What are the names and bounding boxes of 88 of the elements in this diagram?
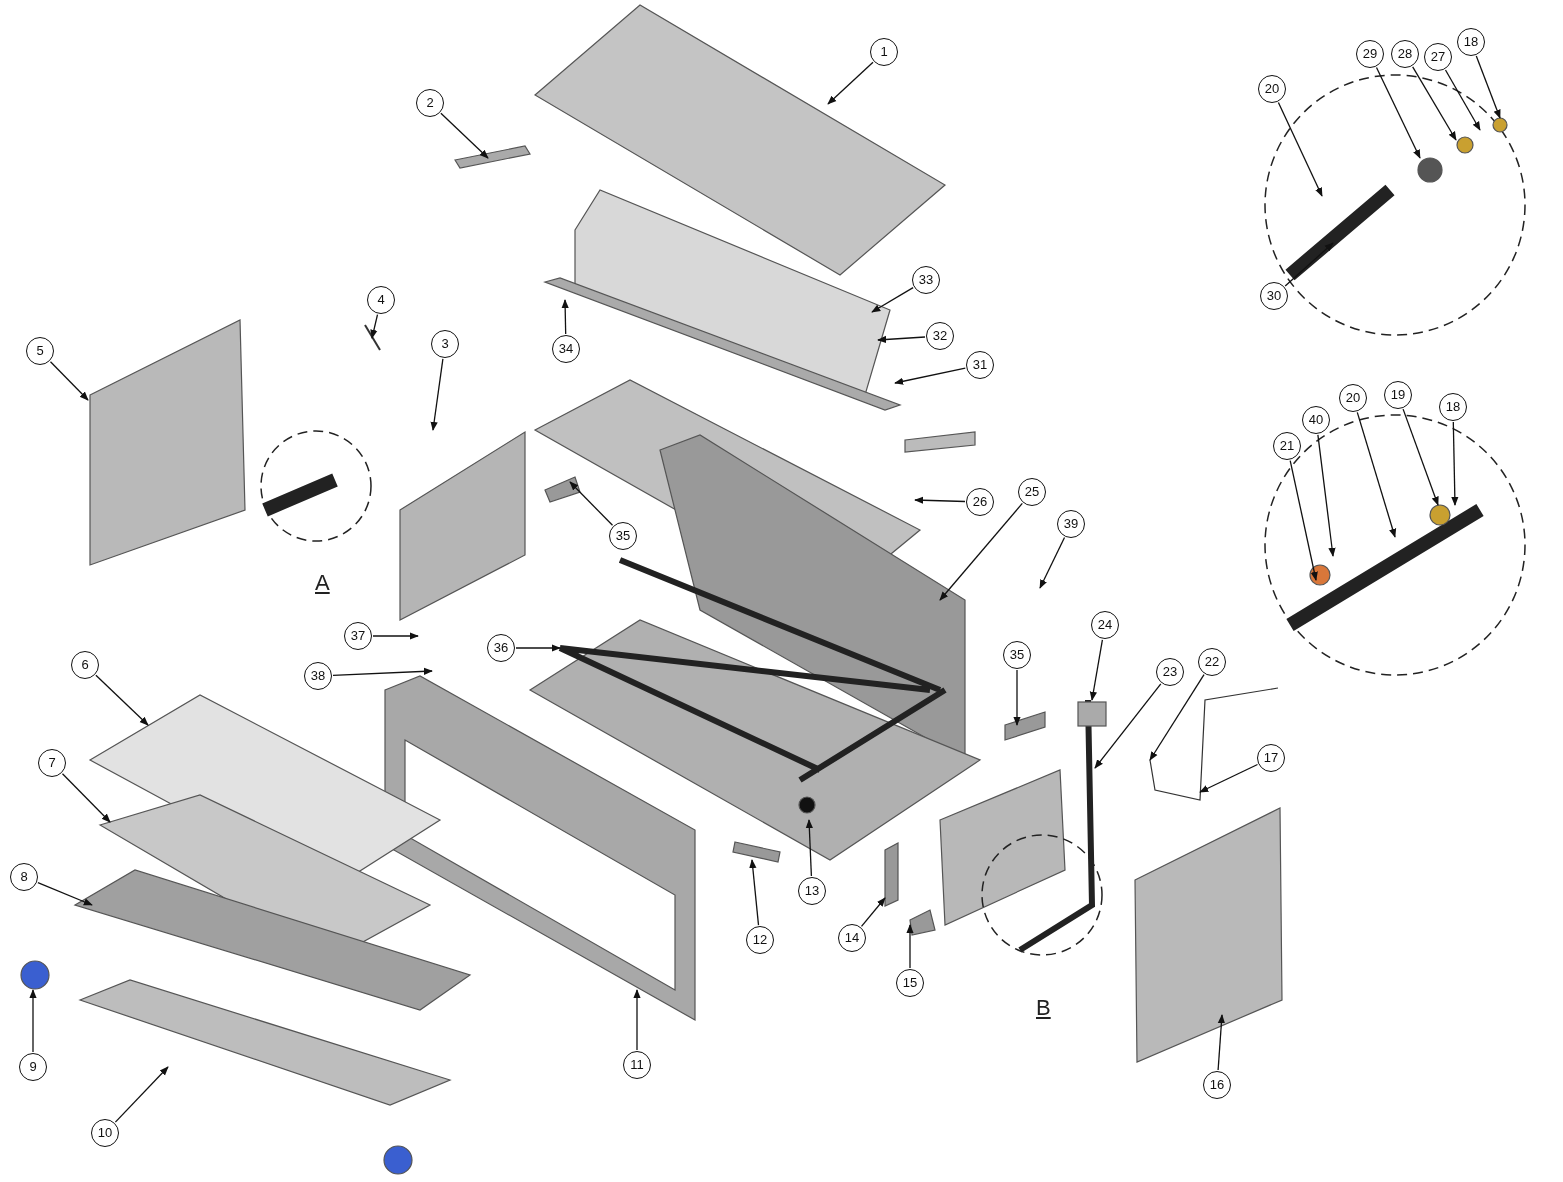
leader-line [114,1066,169,1123]
leader-line [561,299,569,335]
callout-number: 32 [926,322,954,350]
leader-line [61,773,111,823]
callout-number: 12 [746,926,774,954]
callout-number: 15 [896,969,924,997]
leader-line [827,61,874,105]
callout-number: 36 [487,634,515,662]
leader-line [1317,434,1336,557]
callout-number: 40 [1302,406,1330,434]
callout-number: 19 [1384,381,1412,409]
callout-number: 6 [71,651,99,679]
leader-line [860,897,886,928]
leader-line [1094,683,1162,769]
callout-number: 11 [623,1051,651,1079]
leader-line [906,924,914,969]
callout-number: 7 [38,749,66,777]
leader-line [1289,460,1318,581]
callout-number: 33 [912,266,940,294]
leader-line [633,989,641,1051]
leader-line [332,667,433,676]
callout-number: 20 [1339,384,1367,412]
callout-number: 38 [304,662,332,690]
leader-line [1013,669,1021,726]
callout-number: 18 [1439,393,1467,421]
callout-number: 16 [1203,1071,1231,1099]
callout-number: 23 [1156,658,1184,686]
detail-view-letter: B [1036,995,1051,1021]
callout-number: 9 [19,1053,47,1081]
leader-line [894,367,966,385]
callout-number: 27 [1424,43,1452,71]
leader-line [1412,66,1457,141]
callout-number: 4 [367,286,395,314]
callout-number: 20 [1258,75,1286,103]
callout-number: 29 [1356,40,1384,68]
leader-line [1284,242,1334,287]
leader-line [515,644,561,652]
callout-number: 3 [431,330,459,358]
leader-line [1356,411,1397,538]
callout-number: 22 [1198,648,1226,676]
callout-number: 1 [870,38,898,66]
leader-line [1149,674,1205,761]
callout-number: 5 [26,337,54,365]
leader-line [95,674,149,726]
leader-line [29,989,37,1053]
leader-line [37,882,93,906]
leader-line [749,859,760,926]
leader-line [805,819,813,877]
callout-number: 26 [966,488,994,516]
callout-number: 14 [838,924,866,952]
leader-line [1217,1014,1226,1071]
leader-line [49,361,89,401]
leader-line [1277,101,1323,197]
callout-number: 2 [416,89,444,117]
leader-line [1199,763,1259,793]
callout-number: 13 [798,877,826,905]
detail-view-letter: A [315,570,330,596]
leader-line [430,358,444,431]
leader-line [871,286,914,313]
leader-line [1089,639,1104,701]
leader-line [1451,421,1459,506]
leader-line [914,496,966,504]
callout-number: 21 [1273,432,1301,460]
callout-number: 35 [609,522,637,550]
leader-line [370,313,379,339]
callout-number: 25 [1018,478,1046,506]
callout-number: 30 [1260,282,1288,310]
callout-number: 17 [1257,744,1285,772]
leader-line [569,481,614,526]
leader-line [1375,66,1421,159]
leader-line [372,632,419,640]
leader-line [1402,408,1439,506]
leader-line [1475,55,1501,119]
callout-number: 31 [966,351,994,379]
leader-line [877,335,926,344]
callout-number: 10 [91,1119,119,1147]
callout-number: 34 [552,335,580,363]
leader-line [440,112,489,159]
callout-number: 37 [344,622,372,650]
callout-number: 28 [1391,40,1419,68]
leader-line [1039,536,1066,589]
callout-number: 18 [1457,28,1485,56]
callout-number: 24 [1091,611,1119,639]
leader-line [1444,69,1481,131]
leader-line [939,502,1023,601]
callout-number: 35 [1003,641,1031,669]
callout-number: 39 [1057,510,1085,538]
callout-number: 8 [10,863,38,891]
